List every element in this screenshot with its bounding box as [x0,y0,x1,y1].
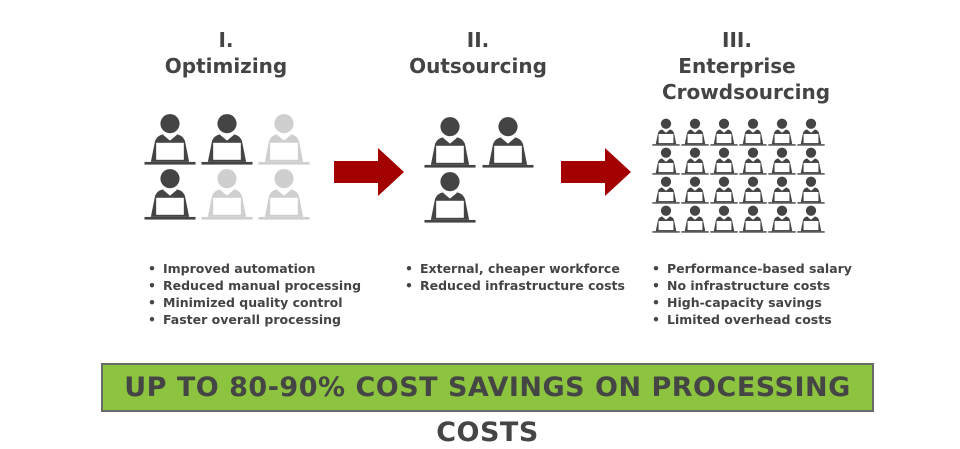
person-at-laptop-icon [144,169,196,220]
person-at-laptop-icon [797,176,825,204]
section-name: Outsourcing [409,54,547,78]
benefits-optimizing: Improved automation Reduced manual proce… [148,260,361,328]
person-at-laptop-icon [739,176,767,204]
person-at-laptop-icon [739,118,767,146]
person-at-laptop-icon [652,176,680,204]
bullet-item: No infrastructure costs [652,277,852,294]
person-at-laptop-icon [424,172,476,223]
person-at-laptop-icon [144,114,196,165]
numeral: II. [466,28,490,52]
person-at-laptop-icon [201,169,253,220]
person-at-laptop-icon [797,147,825,175]
cost-savings-banner: UP TO 80-90% COST SAVINGS ON PROCESSING … [101,363,874,448]
bullet-item: External, cheaper workforce [405,260,625,277]
person-at-laptop-icon [710,176,738,204]
person-at-laptop-icon [710,118,738,146]
section-name: Optimizing [164,54,288,78]
bullet-item: High-capacity savings [652,294,852,311]
benefits-crowdsourcing: Performance-based salary No infrastructu… [652,260,852,328]
bullet-item: Faster overall processing [148,311,361,328]
arrow-right-icon [561,148,631,196]
arrow-right-icon [334,148,404,196]
person-at-laptop-icon [201,114,253,165]
numeral: I. [218,28,234,52]
person-at-laptop-icon [258,114,310,165]
section-title-outsourcing: II. Outsourcing [368,27,588,79]
person-at-laptop-icon [710,147,738,175]
bullet-item: Improved automation [148,260,361,277]
person-at-laptop-icon [768,205,796,233]
person-at-laptop-icon [652,147,680,175]
section-name: Enterprise Crowdsourcing [662,54,831,104]
person-at-laptop-icon [681,147,709,175]
person-at-laptop-icon [768,118,796,146]
person-at-laptop-icon [710,205,738,233]
benefits-outsourcing: External, cheaper workforce Reduced infr… [405,260,625,294]
person-at-laptop-icon [482,117,534,168]
person-at-laptop-icon [424,117,476,168]
bullet-item: Performance-based salary [652,260,852,277]
bullet-item: Reduced infrastructure costs [405,277,625,294]
numeral: III. [722,28,752,52]
bullet-item: Limited overhead costs [652,311,852,328]
person-at-laptop-icon [797,205,825,233]
section-title-crowdsourcing: III. Enterprise Crowdsourcing [627,27,847,105]
person-at-laptop-icon [797,118,825,146]
person-at-laptop-icon [652,205,680,233]
person-at-laptop-icon [652,118,680,146]
person-at-laptop-icon [739,205,767,233]
bullet-item: Minimized quality control [148,294,361,311]
person-at-laptop-icon [681,176,709,204]
person-at-laptop-icon [681,118,709,146]
person-at-laptop-icon [681,205,709,233]
person-at-laptop-icon [768,147,796,175]
person-at-laptop-icon [768,176,796,204]
person-at-laptop-icon [739,147,767,175]
section-title-optimizing: I. Optimizing [116,27,336,79]
bullet-item: Reduced manual processing [148,277,361,294]
person-at-laptop-icon [258,169,310,220]
